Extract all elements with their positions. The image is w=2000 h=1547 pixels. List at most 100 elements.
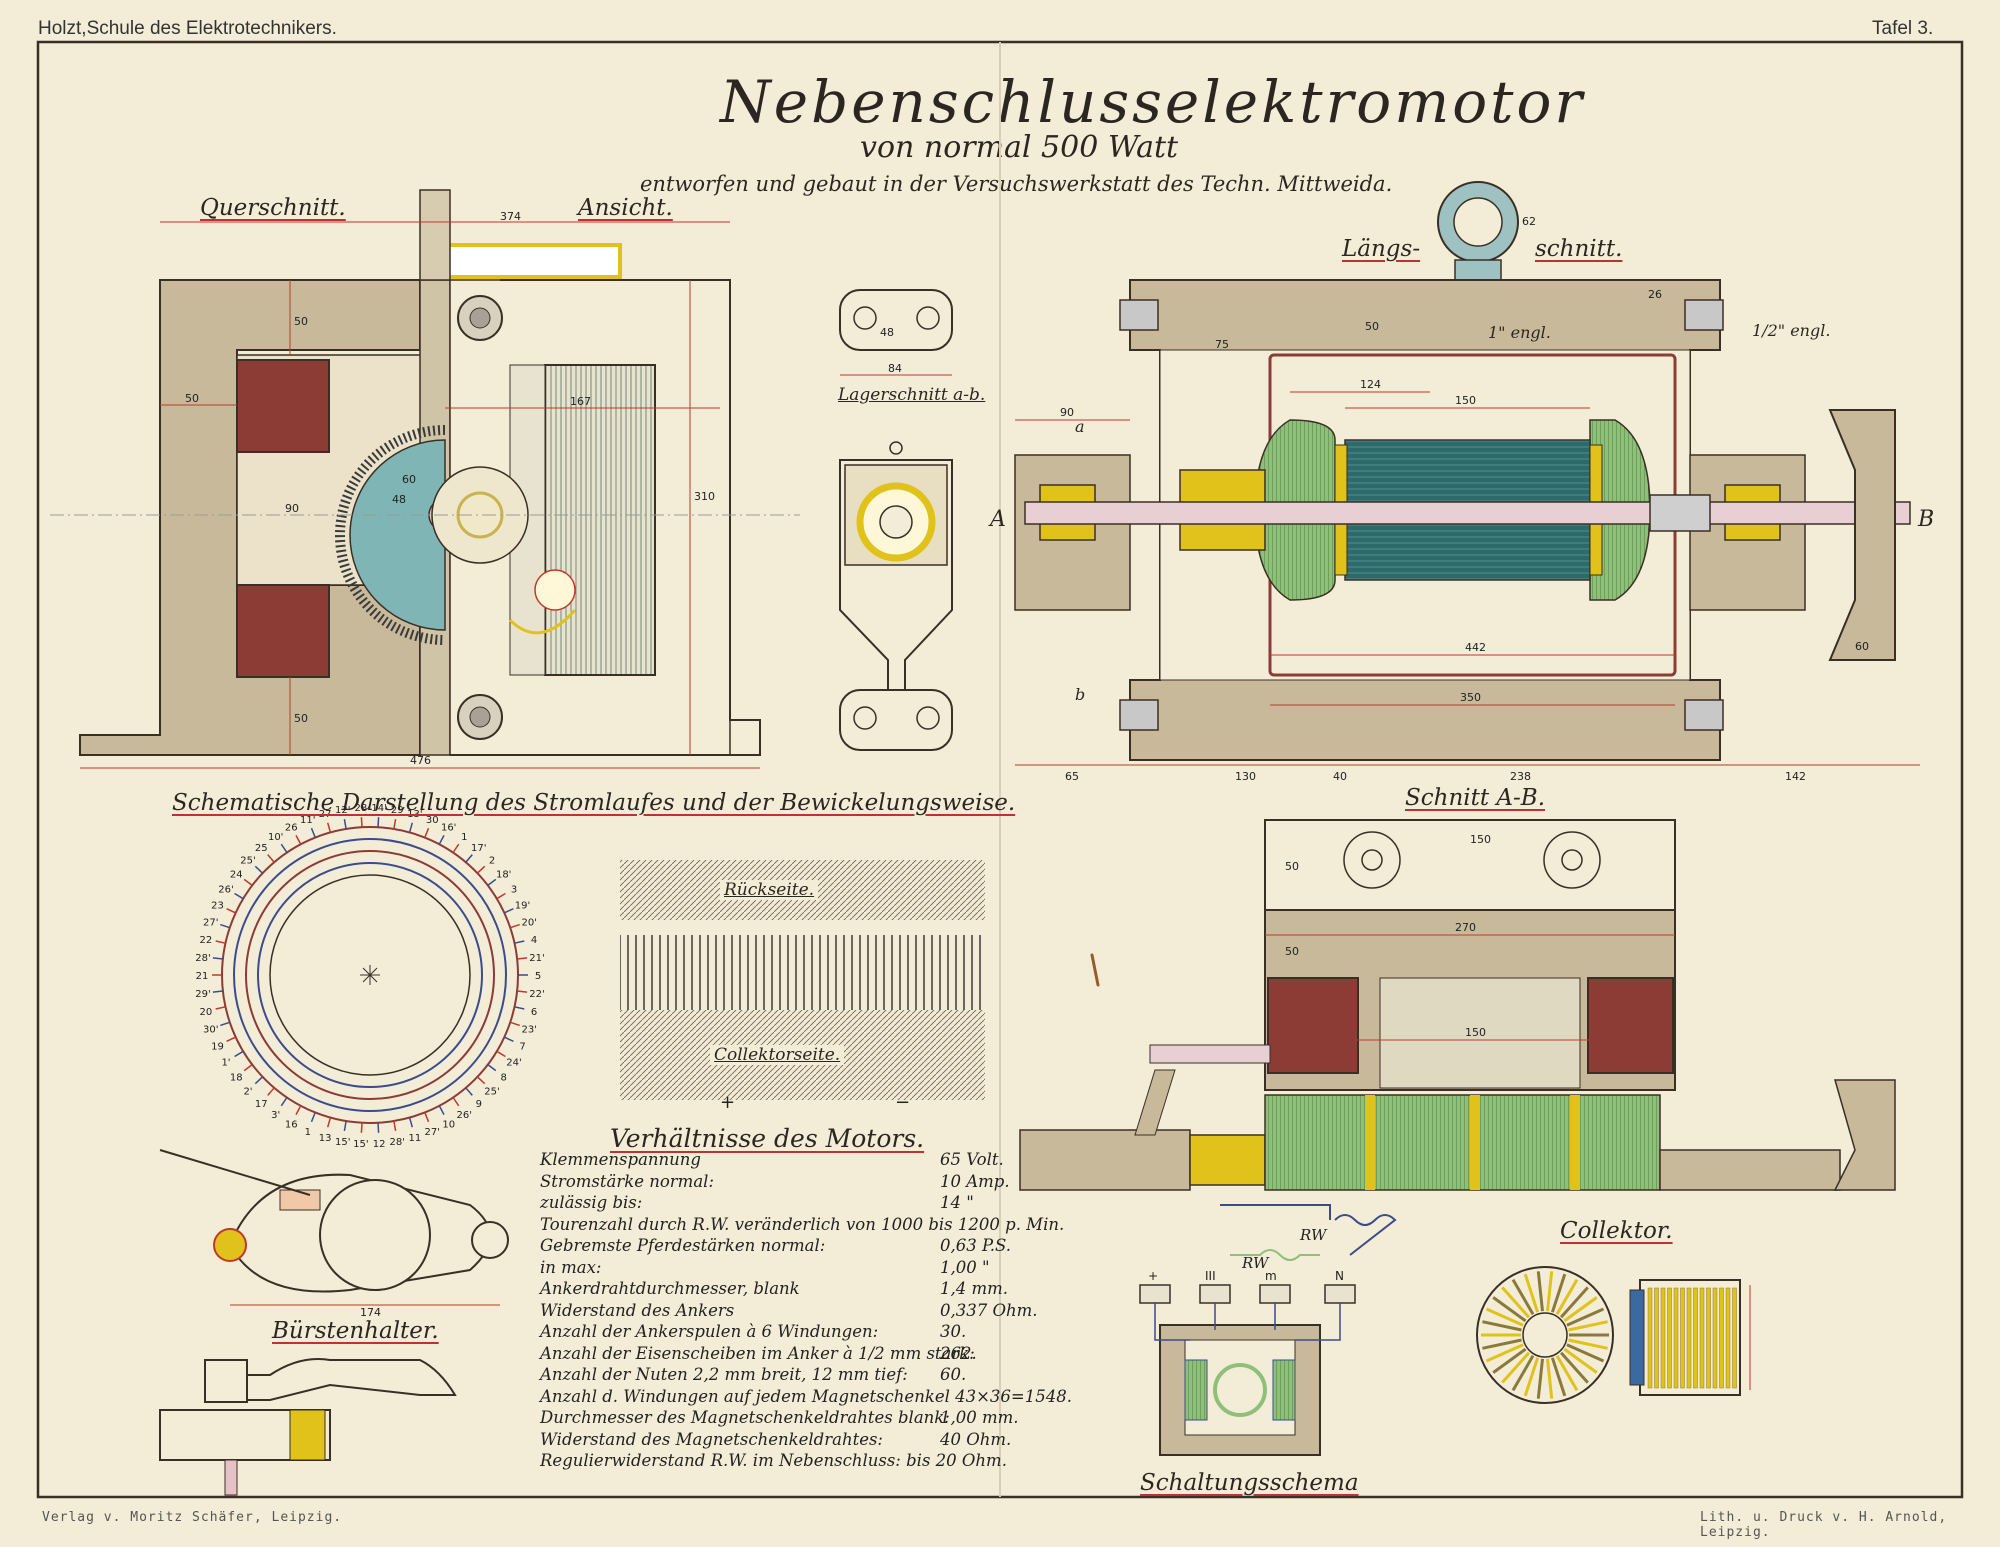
cap-hole-right [916, 306, 940, 330]
ring-number: 22' [529, 989, 544, 1000]
ring-spoke [267, 854, 275, 863]
ring-spoke [267, 1087, 275, 1096]
ring-number: 14' [371, 803, 386, 814]
bolt-top-inner [469, 307, 491, 329]
spec-row: zulässig bis:14 " [540, 1193, 1050, 1215]
ring-number: 6 [531, 1007, 537, 1018]
schema-field-left [1184, 1359, 1208, 1421]
collektor-segment [1482, 1320, 1522, 1332]
brush-pin [213, 1228, 247, 1262]
frame-bolt-tr [1684, 299, 1724, 331]
shaft-nut [1649, 494, 1711, 532]
label-B: B [1917, 507, 1934, 532]
ring-spoke [393, 1120, 397, 1132]
motor-shaft [1024, 501, 1911, 525]
ring-spoke [226, 1036, 237, 1042]
label-buerstenhalter: Bürstenhalter. [272, 1318, 439, 1344]
dim-174: 174 [360, 1306, 381, 1319]
ring-spoke [476, 1076, 486, 1085]
terminal-post [419, 189, 451, 281]
dim-310: 310 [694, 490, 715, 503]
label-rueckseite: Rückseite. [720, 880, 819, 900]
collektor-bar [1660, 1287, 1666, 1389]
collektor-bar [1654, 1287, 1659, 1389]
ring-spoke [465, 854, 473, 863]
ring-spoke [360, 817, 363, 828]
ring-spoke [343, 1120, 347, 1132]
spec-value: 10 Amp. [940, 1171, 1010, 1191]
collektor-segment [1482, 1338, 1522, 1350]
oil-cup [889, 441, 903, 455]
ring-mid-1 [233, 838, 507, 1112]
dim-50c: 50 [294, 712, 308, 725]
brush-yoke-bore [319, 1179, 431, 1291]
brush-yoke-eye [471, 1221, 509, 1259]
dim-90b: 90 [1060, 406, 1074, 419]
label-engl-1: 1" engl. [1488, 323, 1551, 342]
schema-terminal-1 [1139, 1284, 1171, 1304]
bolt-bottom-inner [469, 706, 491, 728]
ring-number: 21 [196, 971, 209, 982]
ring-number: 27 [319, 809, 332, 820]
collektor-segment [1546, 1358, 1554, 1399]
spec-row: Anzahl der Nuten 2,2 mm breit, 12 mm tie… [540, 1365, 1050, 1387]
ring-number: 1 [305, 1127, 311, 1138]
ring-number: 3' [271, 1110, 280, 1121]
ring-spoke [234, 1050, 244, 1058]
ring-number: 16 [285, 1119, 298, 1130]
ring-spoke [220, 1021, 230, 1027]
ring-spoke [310, 827, 316, 838]
frame-bolt-bl [1119, 699, 1159, 731]
ring-spoke [254, 865, 264, 874]
bearing-cap [839, 289, 953, 351]
brush-carbon [289, 1409, 326, 1461]
spec-key: Anzahl der Eisenscheiben im Anker à 1/2 … [540, 1343, 975, 1363]
ring-number: 28 [355, 803, 368, 814]
frame-bolt-br [1684, 699, 1724, 731]
label-ansicht: Ansicht. [578, 195, 673, 221]
terminal-board [446, 243, 622, 279]
ring-spoke [514, 940, 525, 944]
ring-spoke [254, 1076, 264, 1085]
collektor-segment [1568, 1338, 1608, 1350]
dim-48: 48 [392, 493, 406, 506]
collektor-bar [1725, 1287, 1731, 1389]
footer-right: Lith. u. Druck v. H. Arnold, Leipzig. [1700, 1510, 1948, 1540]
ring-spoke [510, 923, 520, 929]
dim-65: 65 [1065, 770, 1079, 783]
spec-value: 65 Volt. [940, 1150, 1004, 1169]
dim-40: 40 [1333, 770, 1347, 783]
collektor-segment [1501, 1286, 1531, 1319]
collektor-segment [1485, 1343, 1524, 1363]
ring-number: 26' [218, 884, 233, 895]
schnitt-ab-band-2 [1470, 1095, 1480, 1190]
winding-development: + − [620, 860, 985, 1113]
dim-26: 26 [1648, 288, 1662, 301]
spec-key: Klemmenspannung [540, 1150, 701, 1169]
schema-label-n: N [1335, 1269, 1344, 1283]
ring-number: 27' [203, 917, 218, 928]
spec-key: in max: [540, 1257, 602, 1277]
spec-row: Stromstärke normal:10 Amp. [540, 1172, 1050, 1194]
ring-number: 25' [240, 856, 255, 867]
ring-number: 12 [373, 1139, 386, 1150]
collektor-bar [1693, 1287, 1698, 1389]
spec-value: 0,337 Ohm. [940, 1300, 1038, 1320]
dim-50b: 50 [185, 392, 199, 405]
cap-hole-left [853, 306, 877, 330]
collektor-segment [1501, 1351, 1531, 1384]
label-schnitt-ab: Schnitt A-B. [1405, 785, 1546, 811]
dim-60b: 60 [1855, 640, 1869, 653]
label-a: a [1075, 417, 1085, 436]
collektor-segment [1563, 1296, 1598, 1323]
ring-spoke [408, 822, 414, 833]
collektor-bar [1719, 1287, 1724, 1389]
label-engl-2: 1/2" engl. [1752, 321, 1830, 340]
ring-number: 2' [243, 1087, 252, 1098]
ring-spoke [503, 908, 514, 914]
dim-75: 75 [1215, 338, 1229, 351]
label-lagerschnitt: Lagerschnitt a-b. [838, 385, 986, 405]
ring-spoke [510, 1021, 520, 1027]
ring-number: 10' [268, 832, 283, 843]
